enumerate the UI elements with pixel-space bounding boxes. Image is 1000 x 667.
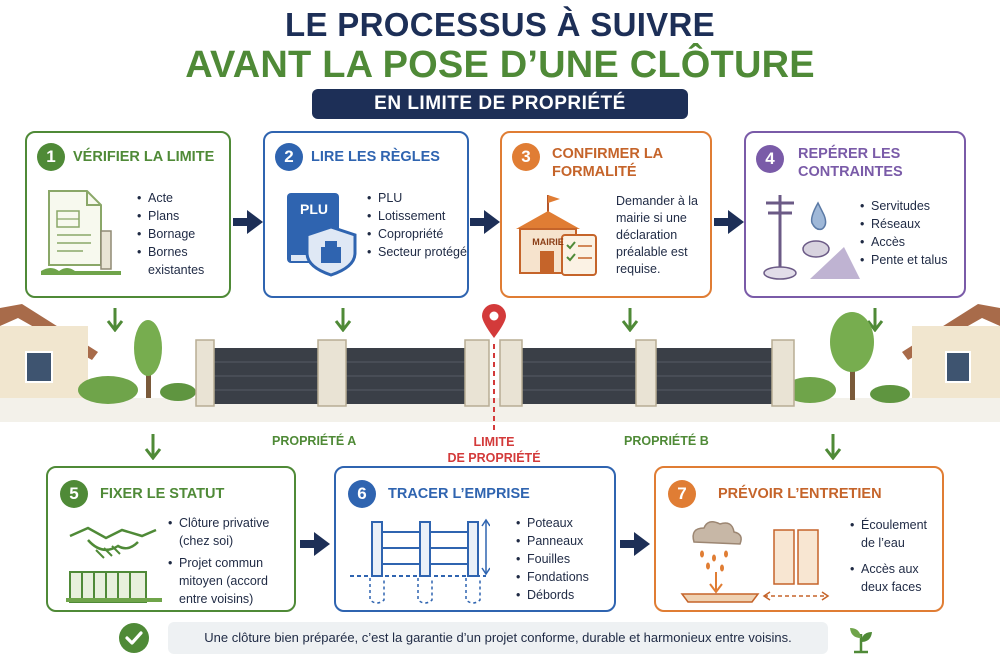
plu-book-label: PLU: [300, 201, 328, 217]
list-item: Servitudes: [860, 197, 964, 215]
property-limit-label: LIMITE DE PROPRIÉTÉ: [430, 434, 558, 466]
step-card-7: 7 PRÉVOIR L’ENTRETIEN Écoulement de l’ea…: [654, 466, 944, 612]
property-a-label: PROPRIÉTÉ A: [272, 434, 357, 448]
list-item: PLU: [367, 189, 467, 207]
list-item: Accès aux deux faces: [850, 560, 942, 596]
step-number-3: 3: [512, 143, 540, 171]
step-list-5: Clôture privative (chez soi) Projet comm…: [168, 514, 292, 608]
arrow-down-icon: [106, 308, 124, 332]
list-item: Écoulement de l’eau: [850, 516, 942, 552]
list-item: Copropriété: [367, 225, 467, 243]
step-list-6: Poteaux Panneaux Fouilles Fondations Déb…: [516, 514, 614, 604]
list-item: Bornage: [137, 225, 229, 243]
list-item: Fondations: [516, 568, 614, 586]
list-item: Panneaux: [516, 532, 614, 550]
arrow-down-icon: [621, 308, 639, 332]
list-item: Clôture privative (chez soi): [168, 514, 292, 550]
check-circle-icon: [119, 623, 149, 653]
title-line-1: LE PROCESSUS À SUIVRE: [285, 6, 715, 43]
step-number-4: 4: [756, 145, 784, 173]
fence-scene: [0, 304, 1000, 430]
arrow-down-icon: [144, 434, 162, 460]
fence-layout-icon: [350, 518, 490, 604]
step-number-1: 1: [37, 143, 65, 171]
rulebook-icon: PLU: [285, 191, 365, 277]
handshake-fence-icon: [66, 526, 162, 603]
step-number-6: 6: [348, 480, 376, 508]
sprout-icon: [850, 628, 872, 654]
step-title-4a: REPÉRER LES: [798, 146, 901, 162]
step-number-2: 2: [275, 143, 303, 171]
list-item: Fouilles: [516, 550, 614, 568]
step-text-3: Demander à la mairie si une déclaration …: [616, 194, 698, 276]
footer-message: Une clôture bien préparée, c’est la gara…: [168, 622, 828, 654]
step-number-7: 7: [668, 480, 696, 508]
step-number-5: 5: [60, 480, 88, 508]
list-item: Accès: [860, 233, 964, 251]
step-title-7: PRÉVOIR L’ENTRETIEN: [718, 486, 882, 502]
arrow-right-icon: [233, 210, 263, 234]
list-item: Poteaux: [516, 514, 614, 532]
step-list-1: Acte Plans Bornage Bornes existantes: [137, 189, 229, 279]
step-card-4: 4 REPÉRER LES CONTRAINTES Servitudes Rés…: [744, 131, 966, 298]
list-item: Pente et talus: [860, 251, 964, 269]
step-card-5: 5 FIXER LE STATUT Clôture privative (che…: [46, 466, 296, 612]
step-title-3b: FORMALITÉ: [552, 164, 637, 180]
list-item: Acte: [137, 189, 229, 207]
list-item: Secteur protégé: [367, 243, 467, 261]
arrow-down-icon: [824, 434, 842, 460]
utility-pole-icon: [763, 195, 860, 280]
town-hall-icon: MAIRIE: [512, 189, 602, 279]
arrow-down-icon: [334, 308, 352, 332]
subtitle-banner: EN LIMITE DE PROPRIÉTÉ: [312, 89, 688, 119]
step-card-3: 3 CONFIRMER LA FORMALITÉ MAIRIE Demander…: [500, 131, 712, 298]
arrow-right-icon: [714, 210, 744, 234]
arrow-right-icon: [470, 210, 500, 234]
mairie-label: MAIRIE: [532, 237, 564, 247]
step-card-1: 1 VÉRIFIER LA LIMITE Acte Plans Bornage …: [25, 131, 231, 298]
title-line-2: AVANT LA POSE D’UNE CLÔTURE: [185, 44, 815, 86]
step-title-6: TRACER L’EMPRISE: [388, 486, 530, 502]
step-list-4: Servitudes Réseaux Accès Pente et talus: [860, 197, 964, 269]
step-title-2: LIRE LES RÈGLES: [311, 149, 440, 165]
arrow-right-icon: [300, 532, 330, 556]
step-title-3a: CONFIRMER LA: [552, 146, 664, 162]
arrow-down-icon: [866, 308, 884, 332]
step-card-6: 6 TRACER L’EMPRISE Poteaux Panneaux Foui…: [334, 466, 616, 612]
list-item: Projet commun mitoyen (accord entre vois…: [168, 554, 292, 608]
rain-drainage-icon: [680, 521, 830, 603]
list-item: Bornes existantes: [137, 243, 229, 279]
document-boundary-icon: [41, 190, 121, 275]
property-b-label: PROPRIÉTÉ B: [624, 434, 709, 448]
step-title-1: VÉRIFIER LA LIMITE: [73, 149, 215, 165]
step-list-7: Écoulement de l’eau Accès aux deux faces: [850, 516, 942, 596]
step-card-2: 2 LIRE LES RÈGLES PLU PLU Lotissement Co…: [263, 131, 469, 298]
list-item: Lotissement: [367, 207, 467, 225]
limit-label-line2: DE PROPRIÉTÉ: [447, 451, 541, 465]
list-item: Débords: [516, 586, 614, 604]
limit-label-line1: LIMITE: [473, 435, 515, 449]
step-title-4b: CONTRAINTES: [798, 164, 903, 180]
list-item: Plans: [137, 207, 229, 225]
step-title-5: FIXER LE STATUT: [100, 486, 225, 502]
list-item: Réseaux: [860, 215, 964, 233]
step-list-2: PLU Lotissement Copropriété Secteur prot…: [367, 189, 467, 261]
arrow-right-icon: [620, 532, 650, 556]
